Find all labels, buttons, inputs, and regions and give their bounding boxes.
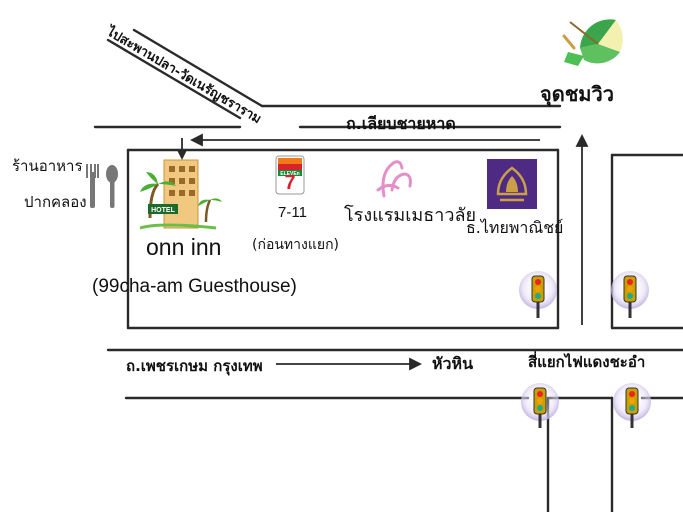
metha-hotel-logo-icon <box>376 160 412 198</box>
arrows <box>176 133 589 371</box>
main-road-label: ถ.เพชรเกษม กรุงเทพ <box>126 357 263 375</box>
intersection-label: สี่แยกไฟแดงชะอำ <box>528 353 646 371</box>
road-diagonal-upper <box>132 28 264 108</box>
traffic-light-icon <box>611 271 649 318</box>
hotel-name-label: onn inn <box>146 234 222 260</box>
bank-logo-icon <box>487 159 537 209</box>
hua-hin-label: หัวหิน <box>432 354 474 373</box>
seven-logo-band-green <box>278 170 302 176</box>
traffic-light-icon <box>613 383 651 428</box>
hotel-subname-label: (99cha-am Guesthouse) <box>92 276 297 297</box>
arrow-beach-westbound-head <box>189 133 203 147</box>
arrow-to-viewpoint-head <box>575 133 589 147</box>
seven-logo-text: ELEVEn <box>280 171 299 177</box>
restaurant-label-line2: ปากคลอง <box>24 193 87 211</box>
seven-eleven-note: (ก่อนทางแยก) <box>252 237 340 253</box>
arrow-turn-hotel-head <box>176 149 188 161</box>
umbrella-icon <box>562 19 623 66</box>
diagonal-road-label: ไปสะพานปลา-วัดเนรัญชราราม <box>102 22 264 127</box>
metha-hotel-label: โรงแรมเมธาวลัย <box>344 205 477 226</box>
roads <box>93 28 683 512</box>
traffic-light-icon <box>521 383 559 428</box>
restaurant-label-line1: ร้านอาหาร <box>12 157 83 175</box>
traffic-light-icon <box>519 271 557 318</box>
hotel-building-icon: HOTEL <box>139 159 222 230</box>
seven-eleven-label: 7-11 <box>278 204 307 221</box>
bank-label: ธ.ไทยพาณิชย์ <box>466 218 564 237</box>
viewpoint-label: จุดชมวิว <box>540 82 614 106</box>
arrow-to-hua-hin-head <box>409 357 423 371</box>
road-diagonal-lower <box>106 38 242 120</box>
beach-road-label: ถ.เลียบชายหาด <box>346 114 456 133</box>
fork-spoon-icon <box>86 164 118 208</box>
seven-logo-band-orange <box>278 158 302 164</box>
svg-text:7: 7 <box>284 172 295 194</box>
seven-logo-band-red <box>278 164 302 170</box>
hotel-sign-text: HOTEL <box>151 207 175 214</box>
seven-eleven-logo-icon: 7 ELEVEn <box>275 155 305 195</box>
